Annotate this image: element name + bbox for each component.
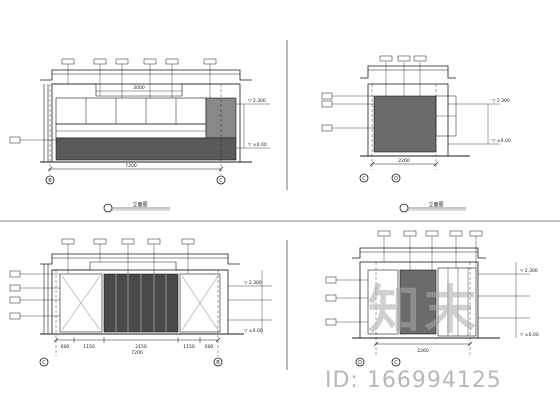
grid-label-right: C bbox=[394, 360, 398, 366]
dim-inner: 3000 bbox=[133, 85, 145, 91]
grid-bubble-C bbox=[39, 357, 49, 367]
dim-overall: 2260 bbox=[417, 348, 429, 354]
level-upper: ▽ 2.300 bbox=[520, 268, 538, 274]
level-lower: ▽ ±0.00 bbox=[520, 332, 539, 338]
grid-bubble-C bbox=[391, 357, 401, 367]
grid-bubble-C bbox=[216, 175, 226, 185]
level-lower: ▽ ±0.00 bbox=[244, 328, 263, 334]
grid-bubble-C bbox=[359, 173, 369, 183]
grid-label-right: D bbox=[394, 176, 398, 182]
grid-bubble-D bbox=[355, 357, 365, 367]
grid-bubble-B bbox=[213, 357, 223, 367]
elevation-1 bbox=[20, 64, 270, 185]
level-upper: ▽ 2.300 bbox=[244, 280, 262, 286]
stone-panel bbox=[399, 269, 437, 335]
grid-label-left: B bbox=[48, 178, 52, 184]
dim-overall: 2260 bbox=[398, 158, 410, 164]
grid-label-left: C bbox=[362, 176, 366, 182]
dim-segment: 600 bbox=[61, 344, 70, 350]
grid-bubble-B bbox=[45, 175, 55, 185]
stone-base bbox=[55, 137, 237, 161]
watermark-logo: 知末 bbox=[368, 281, 481, 341]
dim-segment: 600 bbox=[205, 344, 214, 350]
dim-segment: 2150 bbox=[135, 344, 147, 350]
grid-bubble-D bbox=[391, 173, 401, 183]
grid-label-left: C bbox=[42, 360, 46, 366]
drawing-title: 立面图 bbox=[428, 201, 443, 208]
elevation-2 bbox=[332, 62, 500, 183]
elevation-3 bbox=[20, 244, 272, 367]
level-lower: ▽ ±0.00 bbox=[248, 142, 267, 148]
dim-overall: 7200 bbox=[125, 163, 137, 169]
title-block-2 bbox=[399, 203, 466, 213]
dim-segment: 1150 bbox=[83, 344, 95, 350]
grid-label-left: D bbox=[358, 360, 362, 366]
drawing-title: 立面图 bbox=[132, 201, 147, 208]
level-upper: ▽ 2.300 bbox=[492, 98, 510, 104]
title-block-1 bbox=[103, 203, 170, 213]
grid-label-right: B bbox=[216, 360, 220, 366]
level-upper: ▽ 2.300 bbox=[248, 98, 266, 104]
dim-overall: 7200 bbox=[131, 350, 143, 356]
dim-segment: 1150 bbox=[183, 344, 195, 350]
elevation-4 bbox=[336, 236, 530, 367]
watermark-id: ID: 166994125 bbox=[325, 368, 502, 393]
grid-label-right: C bbox=[219, 178, 223, 184]
level-lower: ▽ ±0.00 bbox=[492, 138, 511, 144]
stone-panel bbox=[373, 95, 437, 153]
